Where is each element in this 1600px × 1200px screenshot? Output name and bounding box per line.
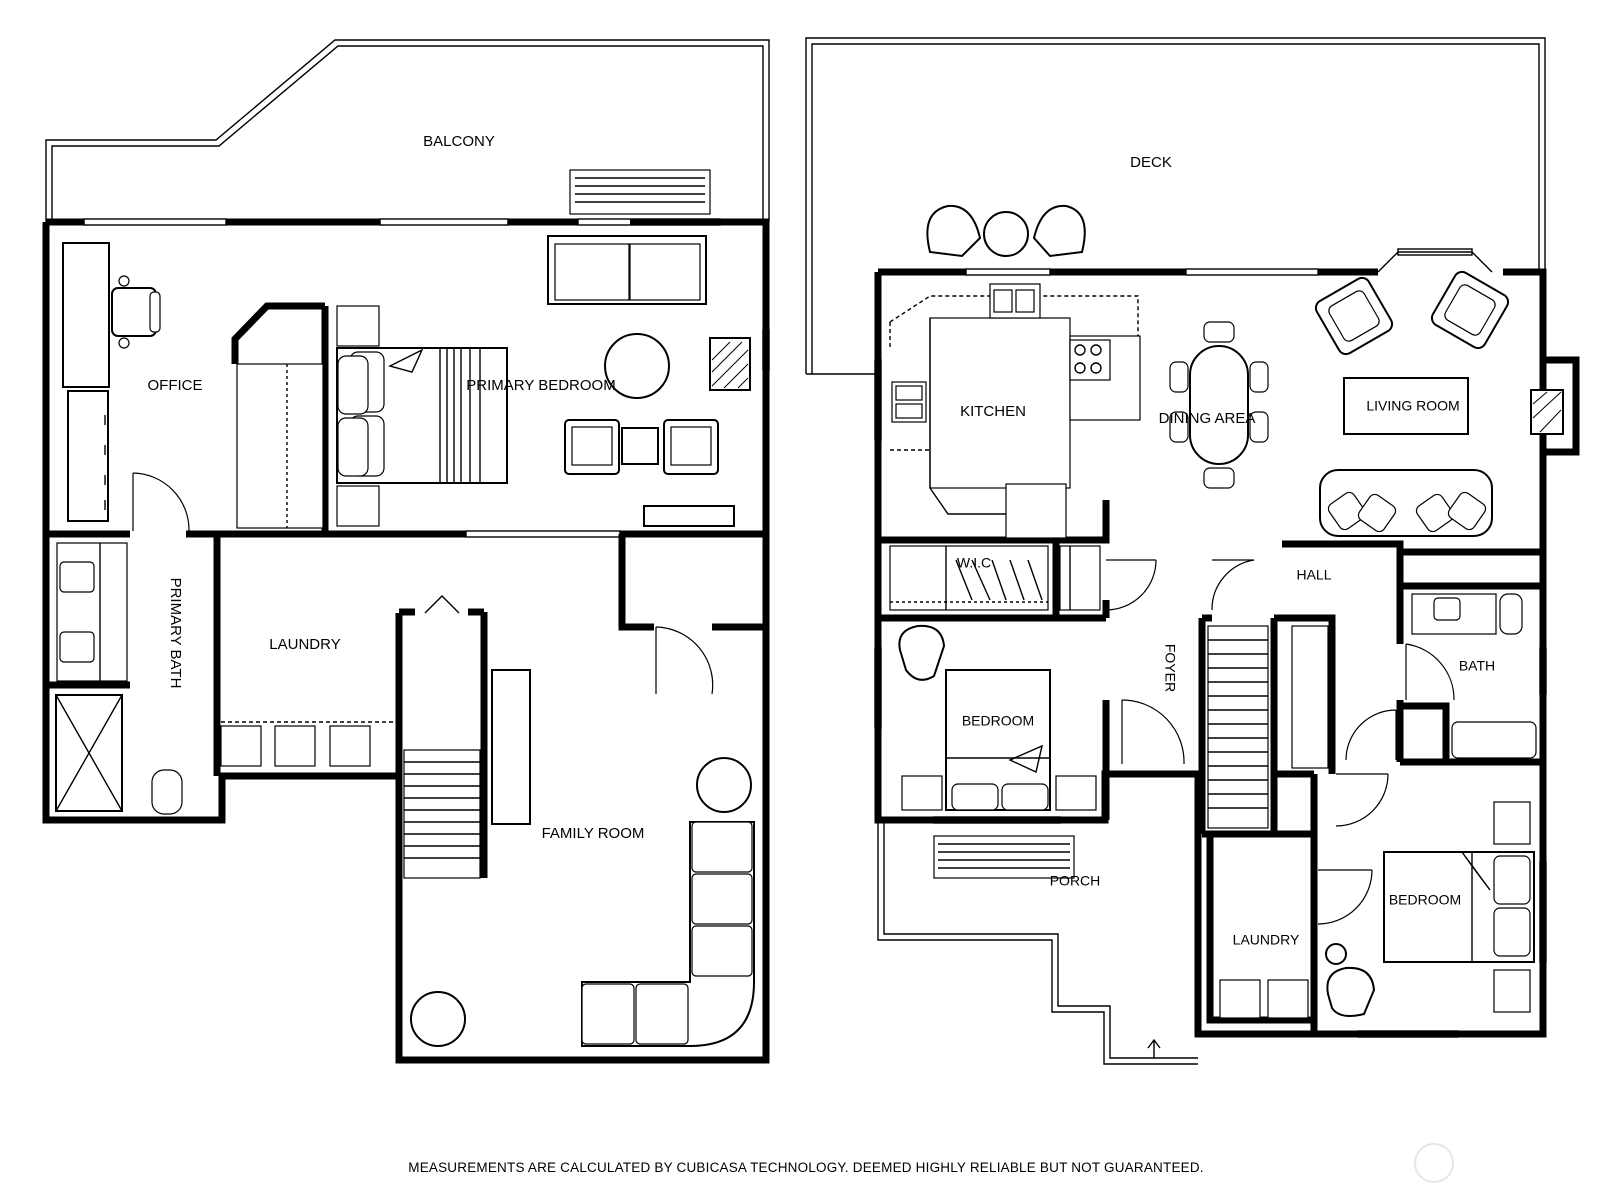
label-office: OFFICE bbox=[148, 377, 203, 394]
office-chair bbox=[111, 275, 161, 349]
bedroom-sofa bbox=[547, 235, 707, 305]
room-labels: BALCONY OFFICE PRIMARY BEDROOM PRIMARY B… bbox=[148, 133, 1496, 948]
lower-interior-walls bbox=[46, 302, 766, 878]
bedroom-closet bbox=[236, 363, 324, 529]
bedroom-fireplace bbox=[709, 337, 751, 391]
wic-shelving bbox=[889, 545, 1101, 611]
bedroom-1-furniture bbox=[898, 624, 1097, 811]
deck-chairs bbox=[926, 204, 1086, 258]
lower-floor bbox=[42, 39, 770, 1064]
label-balcony: BALCONY bbox=[423, 133, 495, 150]
label-main-laundry: LAUNDRY bbox=[1233, 932, 1300, 948]
balcony-inner-rail bbox=[51, 45, 764, 222]
main-windows bbox=[874, 248, 1547, 1038]
balcony-outline bbox=[45, 39, 770, 222]
main-stairs bbox=[1207, 625, 1269, 829]
family-media-console bbox=[491, 669, 531, 825]
bedroom-2-furniture bbox=[1317, 773, 1535, 1017]
dining-table bbox=[1169, 321, 1269, 489]
disclaimer-text: MEASUREMENTS ARE CALCULATED BY CUBICASA … bbox=[408, 1160, 1204, 1175]
porch-area bbox=[877, 820, 1198, 1065]
main-laundry-units bbox=[1219, 979, 1309, 1019]
deck-outline bbox=[805, 37, 1546, 374]
lower-stairs bbox=[403, 595, 481, 879]
label-primary-bedroom: PRIMARY BEDROOM bbox=[466, 377, 615, 394]
lower-top-windows bbox=[83, 218, 770, 371]
main-interior-walls bbox=[878, 500, 1543, 1034]
label-foyer: FOYER bbox=[1162, 644, 1178, 692]
lower-sliding-door bbox=[465, 530, 621, 538]
label-living-room: LIVING ROOM bbox=[1366, 398, 1459, 414]
label-primary-bath: PRIMARY BATH bbox=[167, 578, 184, 689]
label-porch: PORCH bbox=[1050, 873, 1101, 889]
bedroom-armchairs bbox=[564, 419, 735, 527]
label-wic: W.I.C bbox=[957, 555, 991, 571]
family-side-table bbox=[696, 757, 752, 813]
label-bedroom-2: BEDROOM bbox=[1389, 892, 1461, 908]
balcony-bench bbox=[569, 169, 711, 215]
family-closet-door bbox=[655, 626, 714, 695]
primary-bed bbox=[336, 305, 508, 527]
foyer-doors bbox=[1105, 559, 1255, 765]
main-exterior-walls bbox=[874, 268, 1580, 1038]
primary-bath-fixtures bbox=[55, 542, 183, 815]
office-door bbox=[132, 472, 190, 532]
lower-laundry-units bbox=[220, 721, 399, 767]
living-sofa bbox=[1319, 469, 1493, 537]
label-lower-laundry: LAUNDRY bbox=[269, 636, 340, 653]
office-desk bbox=[62, 242, 110, 522]
living-armchairs bbox=[1314, 270, 1510, 356]
label-kitchen: KITCHEN bbox=[960, 403, 1026, 420]
label-deck: DECK bbox=[1130, 154, 1172, 171]
family-sectional-sofa bbox=[581, 821, 755, 1047]
main-floor bbox=[805, 37, 1580, 1065]
bedroom-round-table bbox=[604, 333, 670, 399]
label-family-room: FAMILY ROOM bbox=[542, 825, 645, 842]
bath-fixtures bbox=[1345, 593, 1537, 761]
family-side-table-2 bbox=[410, 991, 466, 1047]
deck-inner-rail bbox=[811, 43, 1540, 374]
living-coffee-table bbox=[1343, 377, 1469, 435]
label-dining-area: DINING AREA bbox=[1159, 410, 1256, 427]
hall-closet bbox=[1291, 625, 1329, 769]
label-hall: HALL bbox=[1296, 567, 1331, 583]
kitchen-counters bbox=[889, 283, 1141, 539]
label-bath: BATH bbox=[1459, 658, 1495, 674]
living-fireplace bbox=[1530, 389, 1564, 435]
label-bedroom-1: BEDROOM bbox=[962, 713, 1034, 729]
watermark-logo bbox=[1414, 1143, 1454, 1183]
